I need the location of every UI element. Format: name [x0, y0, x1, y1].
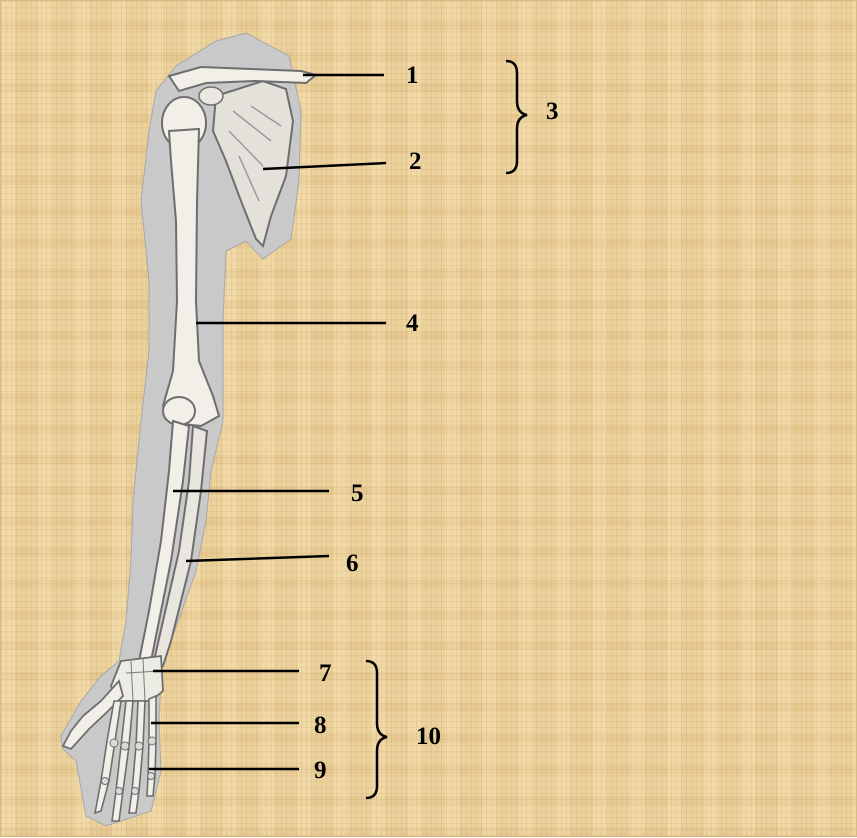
label-9: 9 — [314, 758, 327, 783]
label-7: 7 — [319, 661, 332, 686]
brace-3 — [506, 61, 527, 173]
label-6: 6 — [346, 551, 359, 576]
label-8: 8 — [314, 713, 327, 738]
elbow-joint — [163, 397, 195, 425]
leader-line-6 — [186, 556, 329, 561]
label-1: 1 — [406, 63, 419, 88]
label-10: 10 — [416, 724, 441, 749]
label-2: 2 — [409, 149, 422, 174]
label-3: 3 — [546, 99, 559, 124]
brace-10 — [366, 661, 387, 798]
acromion — [199, 87, 223, 105]
label-4: 4 — [406, 311, 419, 336]
label-5: 5 — [351, 481, 364, 506]
